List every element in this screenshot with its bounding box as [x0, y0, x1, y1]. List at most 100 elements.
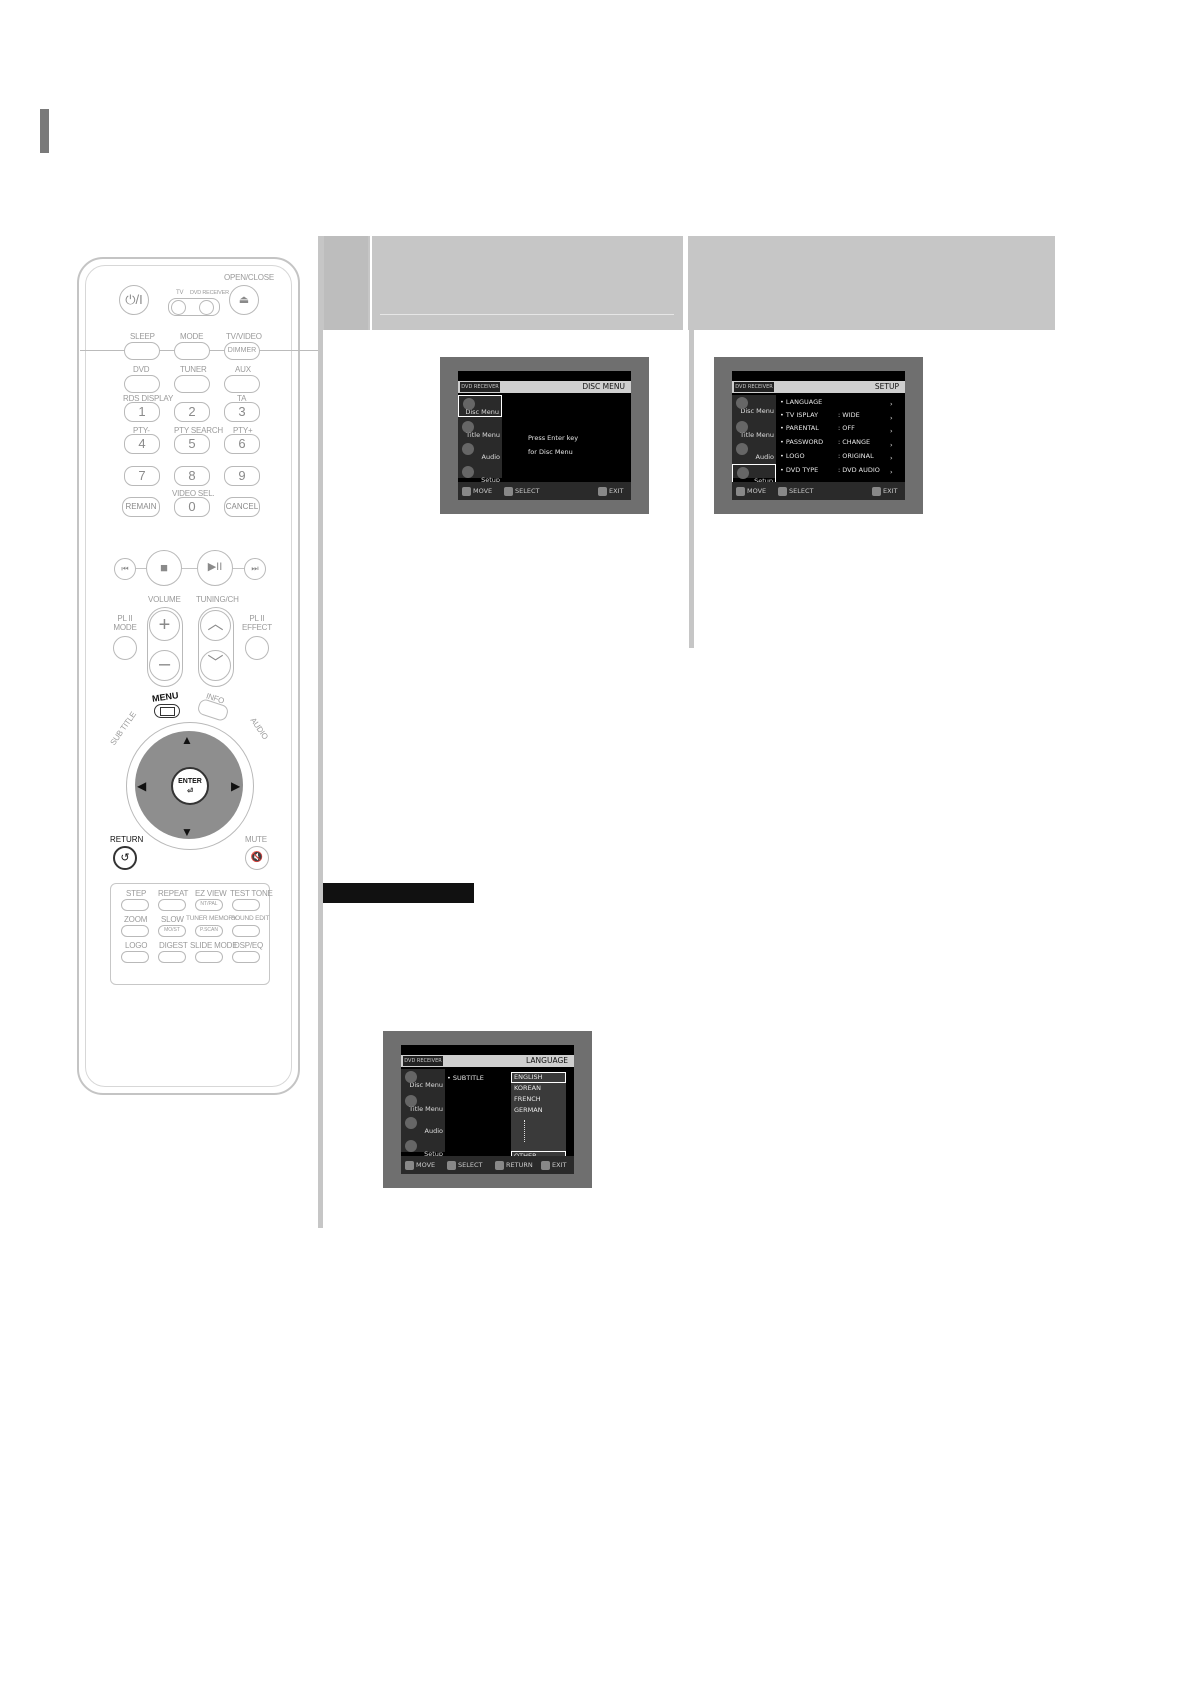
cancel-button[interactable]: CANCEL	[224, 497, 260, 517]
disp-eq-button[interactable]	[232, 951, 260, 963]
digit-8-button[interactable]: 8	[174, 466, 210, 486]
sidebar-item-audio[interactable]: Audio	[458, 441, 502, 463]
skip-forward-button[interactable]: ⏭	[244, 558, 266, 580]
digest-button[interactable]	[158, 951, 186, 963]
stop-button[interactable]: ■	[146, 550, 182, 586]
logo-button[interactable]	[121, 951, 149, 963]
slow-button[interactable]: MO/ST	[158, 925, 186, 937]
enter-button[interactable]: ENTER⏎	[171, 767, 209, 805]
sidebar-item-setup[interactable]: Setup	[401, 1138, 445, 1160]
ez-view-button[interactable]: NT/PAL	[195, 899, 223, 911]
dvd-button[interactable]	[124, 375, 160, 393]
digit-1-button[interactable]: 1	[124, 402, 160, 422]
video-sel-label: VIDEO SEL.	[172, 489, 215, 498]
digit-6-button[interactable]: 6	[224, 434, 260, 454]
menu-button[interactable]	[154, 704, 180, 718]
remain-button[interactable]: REMAIN	[122, 497, 160, 517]
zoom-button[interactable]	[121, 925, 149, 937]
return-button[interactable]: ↺	[113, 846, 137, 870]
digit-0-button[interactable]: 0	[174, 497, 210, 517]
sound-edit-button[interactable]	[232, 925, 260, 937]
rds-display-label: RDS DISPLAY	[123, 394, 174, 403]
tuning-rocker[interactable]: ︿ ﹀	[198, 607, 234, 687]
aux-button[interactable]	[224, 375, 260, 393]
sleep-button[interactable]	[124, 342, 160, 360]
power-button[interactable]: ⏻/I	[119, 285, 149, 315]
tuning-down-button[interactable]: ﹀	[200, 650, 231, 681]
skip-back-button[interactable]: ⏮	[114, 558, 136, 580]
sleep-label: SLEEP	[130, 332, 155, 341]
sidebar-item-title-menu[interactable]: Title Menu	[732, 419, 776, 441]
tuner-button[interactable]	[174, 375, 210, 393]
title-icon	[462, 421, 474, 433]
setup-row-dvd-type[interactable]: • DVD TYPE	[780, 466, 819, 474]
step-header-right	[688, 236, 1055, 330]
left-arrow-button[interactable]: ◀	[137, 779, 146, 793]
digit-5-button[interactable]: 5	[174, 434, 210, 454]
dvd-switch-knob	[199, 300, 214, 315]
play-pause-button[interactable]: ▶II	[197, 550, 233, 586]
tuner-label: TUNER	[180, 365, 207, 374]
ntsc-pal-label: NT/PAL	[200, 901, 218, 907]
slide-mode-button[interactable]	[195, 951, 223, 963]
setup-row-tv-display[interactable]: • TV ISPLAY	[780, 411, 819, 419]
tv-video-button[interactable]: DIMMER	[224, 342, 260, 360]
disc-menu-message-2: for Disc Menu	[528, 448, 573, 456]
setup-row-language[interactable]: • LANGUAGE	[780, 398, 823, 406]
open-close-button[interactable]: ⏏	[229, 285, 259, 315]
mode-button[interactable]	[174, 342, 210, 360]
menu-icon	[160, 707, 175, 716]
pl2-effect-button[interactable]	[245, 636, 269, 660]
step-button[interactable]	[121, 899, 149, 911]
remain-label: REMAIN	[125, 502, 157, 511]
pl2-mode-button[interactable]	[113, 636, 137, 660]
tuner-memory-button[interactable]: P.SCAN	[195, 925, 223, 937]
sidebar-item-disc-menu[interactable]: Disc Menu	[732, 395, 776, 417]
sidebar-item-title-menu[interactable]: Title Menu	[458, 419, 502, 441]
option-english[interactable]: ENGLISH	[511, 1072, 566, 1083]
setup-row-password[interactable]: • PASSWORD	[780, 438, 824, 446]
move-icon	[405, 1160, 414, 1170]
setup-row-parental[interactable]: • PARENTAL	[780, 424, 819, 432]
sidebar-item-audio[interactable]: Audio	[732, 441, 776, 463]
digit-7-button[interactable]: 7	[124, 466, 160, 486]
option-german[interactable]: GERMAN	[514, 1106, 543, 1114]
right-arrow-button[interactable]: ▶	[231, 779, 240, 793]
gear-icon	[737, 467, 749, 479]
repeat-button[interactable]	[158, 899, 186, 911]
option-korean[interactable]: KOREAN	[514, 1084, 541, 1092]
language-display: DVD RECEIVER LANGUAGE Disc Menu Title Me…	[401, 1045, 574, 1174]
power-icon: ⏻/I	[125, 292, 143, 307]
sound-edit-label: SOUND EDIT	[231, 915, 270, 922]
language-options-list: ENGLISH KOREAN FRENCH GERMAN OTHER	[511, 1072, 566, 1162]
digit-2-button[interactable]: 2	[174, 402, 210, 422]
eject-icon: ⏏	[238, 294, 250, 306]
up-arrow-button[interactable]: ▲	[181, 733, 193, 747]
pty-search-label: PTY SEARCH	[174, 426, 223, 435]
brand-logo: DVD RECEIVER	[403, 1056, 443, 1066]
sidebar-item-audio[interactable]: Audio	[401, 1115, 445, 1137]
option-french[interactable]: FRENCH	[514, 1095, 541, 1103]
language-item-subtitle[interactable]: • SUBTITLE	[447, 1074, 484, 1082]
language-footer: MOVE SELECT RETURN EXIT	[401, 1156, 574, 1174]
digit-4-button[interactable]: 4	[124, 434, 160, 454]
volume-up-button[interactable]: +	[149, 610, 180, 641]
test-tone-button[interactable]	[232, 899, 260, 911]
digit-9-button[interactable]: 9	[224, 466, 260, 486]
tuning-up-button[interactable]: ︿	[200, 610, 231, 641]
down-arrow-button[interactable]: ▼	[181, 825, 193, 839]
footer-select: SELECT	[778, 482, 813, 500]
volume-rocker[interactable]: + –	[147, 607, 183, 687]
sidebar-item-title-menu[interactable]: Title Menu	[401, 1093, 445, 1115]
mode-selector-switch[interactable]	[168, 298, 220, 316]
sidebar-item-disc-menu[interactable]: Disc Menu	[401, 1069, 445, 1091]
sidebar-item-disc-menu[interactable]: Disc Menu	[458, 395, 502, 417]
digit-3-button[interactable]: 3	[224, 402, 260, 422]
cancel-label: CANCEL	[225, 502, 259, 511]
mute-button[interactable]: 🔇	[245, 846, 269, 870]
volume-down-button[interactable]: –	[149, 650, 180, 681]
setup-row-logo[interactable]: • LOGO	[780, 452, 805, 460]
sidebar-item-setup[interactable]: Setup	[458, 464, 502, 486]
mute-label: MUTE	[245, 835, 267, 844]
brand-logo: DVD RECEIVER	[460, 382, 500, 392]
